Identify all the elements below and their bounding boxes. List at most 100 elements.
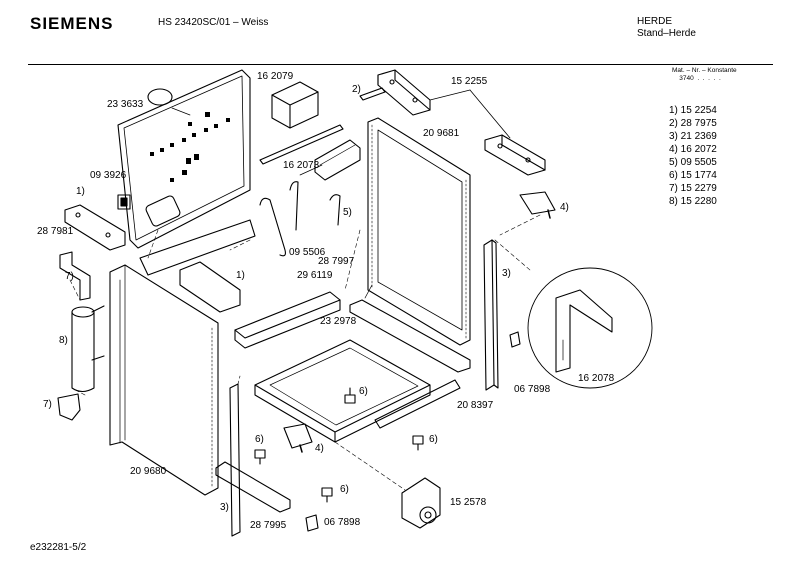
label-1: 1) — [76, 186, 85, 197]
screw-hole — [75, 212, 81, 218]
label-067898: 06 7898 — [514, 384, 551, 395]
crossbar-287997 — [349, 299, 471, 373]
label-6: 6) — [359, 386, 368, 397]
cylinder-part — [71, 305, 105, 393]
frame-bracket — [179, 261, 241, 313]
leader-line — [299, 164, 323, 176]
adjustable-foot — [344, 387, 356, 404]
label-4: 4) — [315, 443, 324, 454]
clip-part — [519, 191, 556, 215]
legend-item: 2) 28 7975 — [669, 118, 717, 129]
hook-part — [289, 181, 299, 231]
legend-item: 6) 15 1774 — [669, 170, 717, 181]
leader-line — [499, 214, 541, 236]
bracket-left — [64, 204, 126, 251]
crossbar-296119 — [234, 291, 341, 349]
frame-top-rail — [139, 219, 256, 276]
label-3: 3) — [502, 268, 511, 279]
bracket-detail — [319, 144, 356, 166]
bottom-bar — [215, 461, 291, 513]
document-id: e232281-5/2 — [30, 542, 87, 553]
label-095506: 09 5506 — [289, 247, 326, 258]
brand-logo: SIEMENS — [30, 14, 114, 33]
wheel-assembly — [401, 477, 441, 529]
material-title: Mat. – Nr. – Konstante — [672, 67, 737, 74]
screw-hole — [105, 232, 111, 238]
small-clip — [509, 331, 521, 348]
wire-part — [259, 197, 286, 257]
label-6: 6) — [255, 434, 264, 445]
model-title: HS 23420SC/01 – Weiss — [158, 17, 269, 28]
leader-line — [429, 89, 471, 101]
label-162073: 16 2073 — [283, 160, 320, 171]
label-209680: 20 9680 — [130, 466, 167, 477]
hook-part — [329, 194, 341, 226]
category-main: HERDE — [637, 16, 673, 27]
label-093926: 09 3926 — [90, 170, 127, 181]
small-clip — [305, 514, 319, 532]
detail-zoom-circle — [527, 267, 653, 389]
vertical-rail-left — [229, 383, 241, 537]
category-block: HERDE Stand–Herde — [637, 16, 696, 40]
clip-detail — [547, 209, 551, 219]
legend-item: 5) 09 5505 — [669, 157, 717, 168]
header-divider — [28, 64, 773, 65]
label-2: 2) — [352, 84, 361, 95]
label-162078: 16 2078 — [578, 373, 615, 384]
small-bracket — [59, 251, 91, 301]
leader-line — [364, 284, 373, 299]
adjustable-foot — [321, 487, 333, 503]
label-287981: 28 7981 — [37, 226, 74, 237]
label-152255: 15 2255 — [451, 76, 488, 87]
label-7: 7) — [43, 399, 52, 410]
legend-item: 4) 16 2072 — [669, 144, 717, 155]
adjustable-foot — [254, 449, 266, 465]
strip-part — [259, 124, 344, 165]
label-6: 6) — [340, 484, 349, 495]
label-4: 4) — [560, 202, 569, 213]
label-233633: 23 3633 — [107, 99, 144, 110]
label-296119: 29 6119 — [297, 270, 333, 281]
bracket-162073 — [314, 139, 361, 181]
category-sub: Stand–Herde — [637, 28, 696, 39]
rail-edge — [491, 239, 499, 389]
label-152578: 15 2578 — [450, 497, 487, 508]
vertical-rail-right — [483, 239, 495, 391]
hinge-bracket — [484, 134, 546, 176]
leader-line — [469, 89, 511, 139]
bracket-162079 — [271, 81, 319, 129]
label-162079: 16 2079 — [257, 71, 294, 82]
label-067898: 06 7898 — [324, 517, 361, 528]
bracket-162078 — [555, 289, 613, 373]
legend-item: 7) 15 2279 — [669, 183, 717, 194]
leader-line — [494, 239, 531, 271]
control-panel-back — [117, 69, 251, 249]
base-tray — [254, 339, 431, 443]
label-1: 1) — [236, 270, 245, 281]
side-panel-left — [109, 264, 219, 496]
side-frame-right — [367, 117, 471, 346]
clip-part — [283, 423, 313, 449]
label-3: 3) — [220, 502, 229, 513]
parts-legend: 1) 15 2254 2) 28 7975 3) 21 2369 4) 16 2… — [669, 104, 717, 208]
label-209681: 20 9681 — [423, 128, 460, 139]
label-232978: 23 2978 — [320, 316, 357, 327]
clip-detail — [299, 444, 303, 453]
legend-item: 1) 15 2254 — [669, 105, 717, 116]
bottom-rail — [374, 379, 461, 429]
label-287997: 28 7997 — [318, 256, 355, 267]
small-bracket — [57, 393, 81, 421]
strip-part — [359, 87, 386, 101]
material-header: Mat. – Nr. – Konstante 3740 . . . . . — [672, 67, 737, 83]
leader-line — [237, 375, 241, 385]
legend-item: 3) 21 2369 — [669, 131, 717, 142]
label-6: 6) — [429, 434, 438, 445]
label-287995: 28 7995 — [250, 520, 287, 531]
label-7: 7) — [65, 271, 74, 282]
label-8: 8) — [59, 335, 68, 346]
label-5: 5) — [343, 207, 352, 218]
material-value: 3740 . . . . . — [679, 75, 721, 82]
label-208397: 20 8397 — [457, 400, 494, 411]
leader-lines — [69, 229, 406, 491]
